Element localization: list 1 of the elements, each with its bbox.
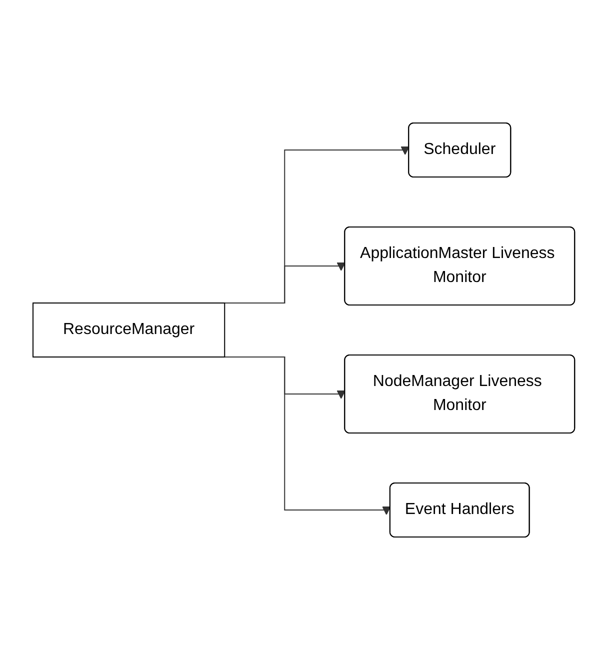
node-box: ResourceManager (32, 302, 226, 357)
